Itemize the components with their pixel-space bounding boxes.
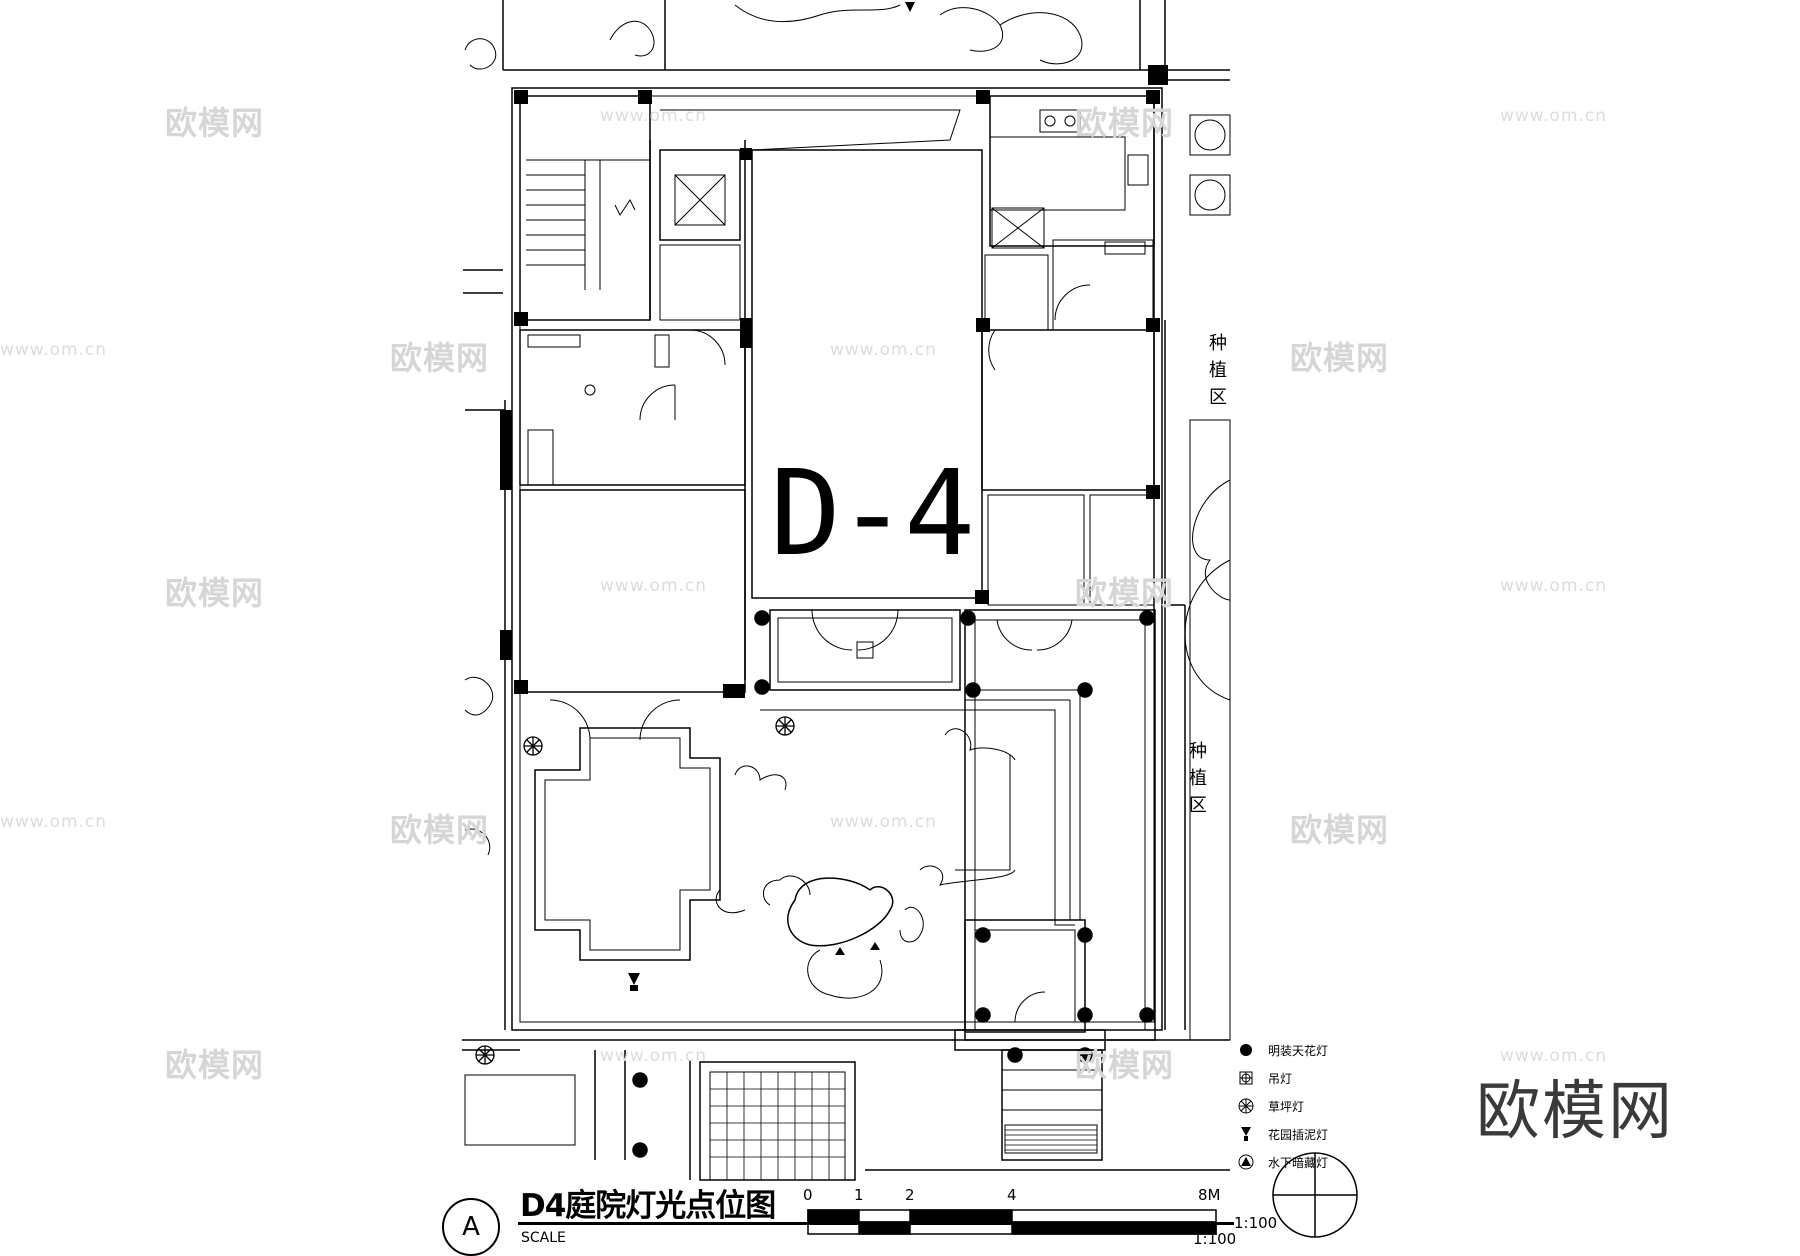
scale-tick-label: 0: [803, 1186, 813, 1204]
brand-watermark: 欧模网: [1476, 1075, 1674, 1149]
scale-tick-label: 2: [905, 1186, 915, 1204]
tiled-area: [699, 1061, 856, 1181]
watermark-url: www.om.cn: [600, 576, 708, 596]
watermark-url: www.om.cn: [600, 1046, 708, 1066]
drawing-title: D4庭院灯光点位图: [520, 1188, 776, 1224]
watermark-url: www.om.cn: [830, 812, 938, 832]
lawn-lights: [475, 716, 795, 1065]
garden-spike-icon: [1234, 1124, 1258, 1144]
entry-porch: [964, 919, 1086, 1033]
scale-ratio: 1:100: [1193, 1230, 1237, 1248]
legend-label: 花园插泥灯: [1268, 1127, 1329, 1142]
legend-label: 吊灯: [1268, 1071, 1293, 1086]
asterisk-circle-icon: [1234, 1096, 1258, 1116]
watermark-url: www.om.cn: [1500, 106, 1608, 126]
watermark-brand: 欧模网: [390, 339, 490, 377]
filled-triangle-icon: [1234, 1152, 1258, 1172]
watermark-brand: 欧模网: [1075, 104, 1175, 142]
watermark-brand: 欧模网: [165, 104, 265, 142]
watermark-brand: 欧模网: [390, 811, 490, 849]
watermark-brand: 欧模网: [165, 574, 265, 612]
legend-item: 花园插泥灯: [1234, 1120, 1414, 1148]
boxed-cross-icon: [1234, 1068, 1258, 1088]
drawing-index: A: [442, 1198, 500, 1256]
watermark-brand: 欧模网: [1290, 339, 1390, 377]
title-underline: [518, 1222, 1234, 1225]
legend-item: 草坪灯: [1234, 1092, 1414, 1120]
gazebo: [534, 727, 721, 961]
left-room: [519, 329, 746, 486]
legend-label: 草坪灯: [1268, 1099, 1305, 1114]
watermark-brand: 欧模网: [165, 1046, 265, 1084]
walkway: [964, 609, 1156, 1041]
watermark-url: www.om.cn: [1500, 1046, 1608, 1066]
ceiling-lights: [632, 610, 1155, 1158]
watermark-brand: 欧模网: [1290, 811, 1390, 849]
right-room: [981, 329, 1155, 491]
title-block: A D4庭院灯光点位图 SCALE 1:100: [440, 1180, 1260, 1256]
building-outline: [511, 87, 1163, 1031]
watermark-brand: 欧模网: [1075, 1046, 1175, 1084]
scale-bar-ratio: 1:100: [1234, 1214, 1278, 1232]
garden-spike-lights: [628, 2, 915, 991]
legend-item: 吊灯: [1234, 1064, 1414, 1092]
filled-circle-icon: [1234, 1040, 1258, 1060]
structural-columns: [500, 65, 1168, 698]
watermark-brand: 欧模网: [1075, 574, 1175, 612]
watermark-url: www.om.cn: [0, 812, 108, 832]
scale-tick-label: 4: [1007, 1186, 1017, 1204]
pond: [787, 877, 894, 947]
watermark-url: www.om.cn: [830, 340, 938, 360]
legend-item: 明装天花灯: [1234, 1036, 1414, 1064]
legend-label: 明装天花灯: [1268, 1043, 1329, 1058]
watermark-url: www.om.cn: [1500, 576, 1608, 596]
watermark-url: www.om.cn: [600, 106, 708, 126]
scale-tick-label: 1: [854, 1186, 864, 1204]
legend-label: 水下暗藏灯: [1268, 1155, 1329, 1170]
legend: 明装天花灯 吊灯 草坪灯 花园插泥灯 水下暗藏灯: [1234, 1036, 1414, 1176]
underwater-lights: [835, 942, 880, 955]
planting-zone-label: 种植区: [1209, 333, 1227, 408]
planting-zone-label: 种植区: [1189, 741, 1207, 816]
lower-left-room: [519, 489, 746, 693]
legend-item: 水下暗藏灯: [1234, 1148, 1414, 1176]
scale-tick-label: 8M: [1198, 1186, 1221, 1204]
planting-area-outline: [1189, 419, 1231, 1041]
scale-label: SCALE: [521, 1230, 566, 1246]
unit-tag: D-4: [770, 444, 975, 582]
entry-steps: [1001, 1049, 1103, 1161]
lift-shaft: [659, 149, 741, 241]
foyer: [769, 609, 961, 691]
watermark-url: www.om.cn: [0, 340, 108, 360]
